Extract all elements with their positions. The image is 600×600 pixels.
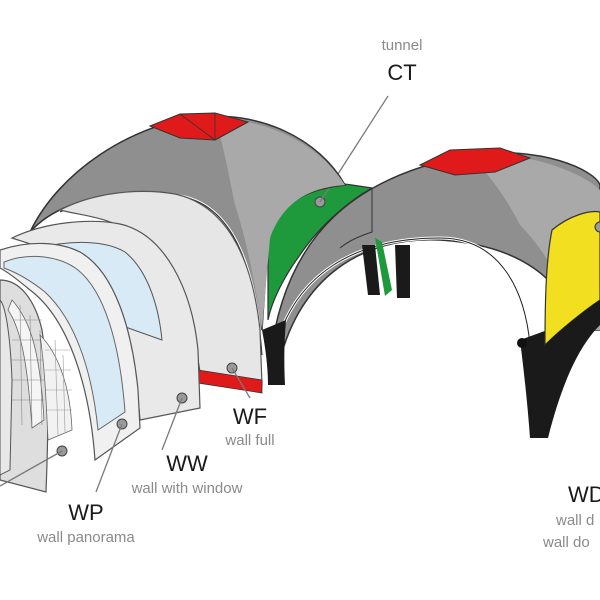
right-dome-back-leg-1	[362, 245, 380, 295]
right-dome-marker	[517, 338, 527, 348]
wp-name-label: wall panorama	[36, 529, 135, 546]
ww-name-label: wall with window	[131, 480, 243, 497]
ct-name-label: tunnel	[382, 37, 423, 54]
ct-code-label: CT	[387, 60, 416, 85]
right-dome-back-leg-2	[395, 245, 410, 298]
wf-name-label: wall full	[224, 432, 274, 449]
left-dome-leg	[262, 320, 286, 385]
wd-name-label-1: wall d	[555, 512, 594, 529]
wf-code-label: WF	[233, 404, 267, 429]
ww-code-label: WW	[166, 451, 208, 476]
wd-code-label: WD	[568, 482, 600, 507]
wd-name-label-2: wall do	[542, 534, 590, 551]
wp-code-label: WP	[68, 500, 103, 525]
